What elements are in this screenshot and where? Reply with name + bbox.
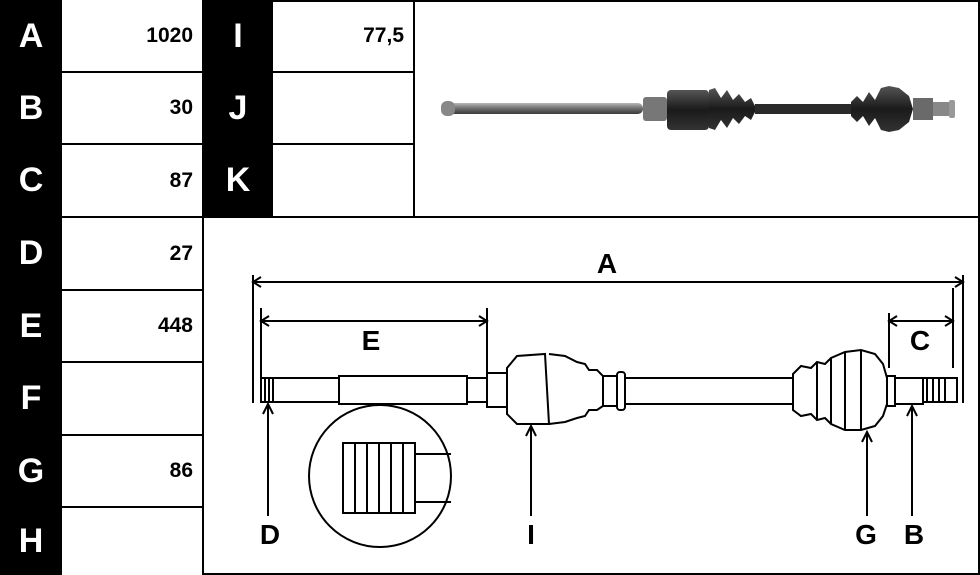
label-k: K	[203, 144, 273, 217]
value-b: 30	[62, 72, 203, 144]
label-i: I	[203, 0, 273, 72]
label-c: C	[0, 144, 62, 217]
product-photo	[441, 86, 955, 132]
value-a: 1020	[62, 0, 203, 72]
value-c: 87	[62, 144, 203, 217]
value-d: 27	[62, 217, 203, 290]
value-j	[273, 72, 414, 144]
value-k	[273, 144, 414, 217]
label-a: A	[0, 0, 62, 72]
label-j: J	[203, 72, 273, 144]
label-f: F	[0, 362, 62, 435]
dim-label-d: D	[260, 519, 280, 550]
drive-shaft-photo-icon	[441, 86, 955, 132]
dim-label-g: G	[855, 519, 877, 550]
label-g: G	[0, 435, 62, 507]
value-g: 86	[62, 435, 203, 507]
dim-label-c: C	[910, 325, 930, 356]
value-e: 448	[62, 290, 203, 362]
dim-label-i: I	[527, 519, 535, 550]
label-h: H	[0, 507, 62, 575]
value-f	[62, 362, 203, 435]
dim-label-b: B	[904, 519, 924, 550]
technical-drawing: A E C D I G B	[251, 248, 965, 550]
label-b: B	[0, 72, 62, 144]
label-e: E	[0, 290, 62, 362]
dim-label-a: A	[597, 248, 617, 279]
label-d: D	[0, 217, 62, 290]
value-h	[62, 507, 203, 575]
dim-label-e: E	[362, 325, 381, 356]
value-i: 77,5	[273, 0, 414, 72]
